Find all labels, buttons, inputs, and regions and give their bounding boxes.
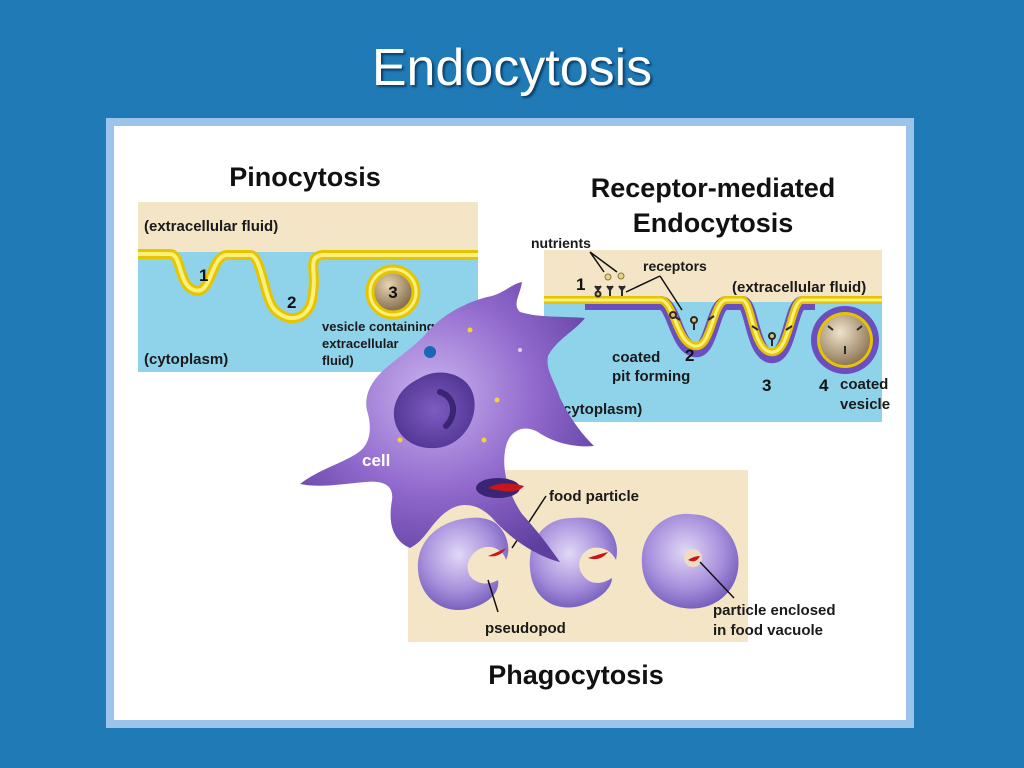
pinocytosis-step-1: 1 — [199, 266, 208, 285]
pinocytosis-step-3: 3 — [388, 283, 397, 302]
amoeba-pseudopod-1 — [417, 517, 509, 611]
enclosed-label-line2: in food vacuole — [713, 622, 823, 639]
receptor-step-4: 4 — [819, 376, 829, 395]
cell-illustration — [300, 282, 594, 562]
coated-pit-label-line2: pit forming — [612, 368, 690, 385]
vesicle-label-line2: extracellular — [322, 336, 399, 351]
receptor-extracellular-label: (extracellular fluid) — [732, 279, 866, 296]
phagocytosis-title: Phagocytosis — [488, 660, 664, 690]
cell-nucleus — [393, 372, 475, 449]
coated-vesicle-label-line2: vesicle — [840, 396, 890, 413]
receptor-title-line1: Receptor-mediated — [591, 173, 836, 203]
food-particle-label: food particle — [549, 488, 639, 505]
receptor-title-line2: Endocytosis — [633, 208, 794, 238]
receptor-cytoplasm-label: (cytoplasm) — [558, 401, 642, 418]
slide-title: Endocytosis — [371, 39, 653, 97]
receptor-panel — [544, 250, 882, 422]
receptor-step-2: 2 — [685, 346, 694, 365]
receptor-step-3: 3 — [762, 376, 771, 395]
coated-pit-label-line1: coated — [612, 349, 660, 366]
receptor-step-1: 1 — [576, 275, 585, 294]
pinocytosis-cytoplasm-label: (cytoplasm) — [144, 351, 228, 368]
amoeba-pseudopod-2 — [529, 517, 618, 608]
coated-vesicle-label-line1: coated — [840, 376, 888, 393]
nutrients-label: nutrients — [531, 235, 591, 251]
pseudopod-label: pseudopod — [485, 620, 566, 637]
enclosed-label-line1: particle enclosed — [713, 602, 836, 619]
vesicle-label-line3: fluid) — [322, 353, 354, 368]
pinocytosis-extracellular-label: (extracellular fluid) — [144, 218, 278, 235]
receptor-proteins — [594, 285, 863, 354]
receptors-label: receptors — [643, 258, 707, 274]
pinocytosis-title: Pinocytosis — [229, 162, 381, 192]
cell-label: cell — [362, 451, 390, 470]
pinocytosis-step-2: 2 — [287, 293, 296, 312]
vesicle-label-line1: vesicle containing — [322, 319, 435, 334]
